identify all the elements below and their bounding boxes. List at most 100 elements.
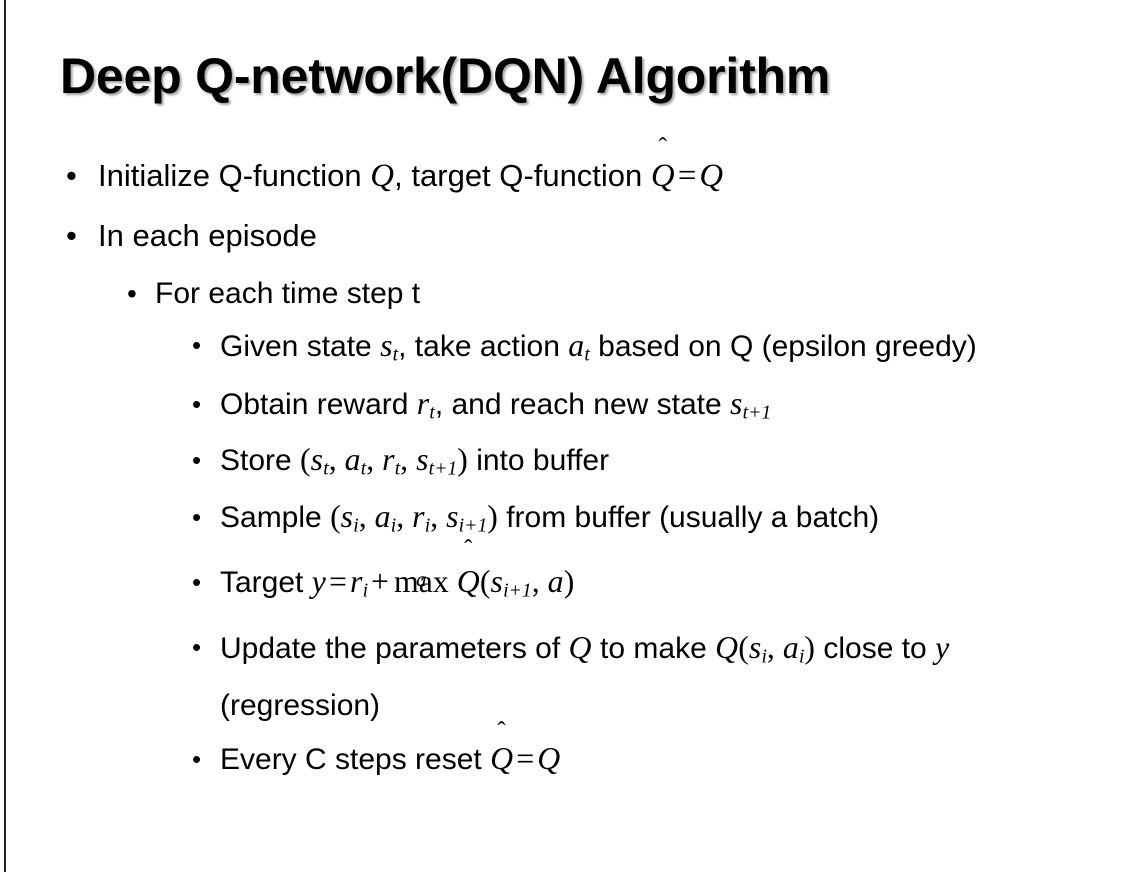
bullet-text: Sample (si, ai, ri, si+1) from buffer (u… <box>220 493 1099 550</box>
math-subscript: i <box>798 645 805 668</box>
math-var-y: y <box>935 629 950 665</box>
math-var-a: ai <box>782 629 805 668</box>
page-title: Deep Q-network(DQN) Algorithm <box>60 48 831 104</box>
math-var-r: rt <box>382 442 401 481</box>
bullet-marker: • <box>192 445 202 476</box>
bullet-marker: • <box>192 502 202 533</box>
math-paren-open: ( <box>330 499 341 535</box>
text-run: Target <box>220 565 312 599</box>
bullet-marker: • <box>192 330 202 360</box>
text-run: Sample <box>220 501 331 535</box>
math-var-base: s <box>446 499 459 535</box>
math-var-q-base: Q <box>456 563 480 599</box>
math-var-base: s <box>748 629 762 665</box>
math-paren-close: ) <box>487 499 498 535</box>
math-var-a: at <box>568 328 590 366</box>
math-var-s: si <box>748 629 767 668</box>
math-subscript: t <box>584 343 590 366</box>
text-run: close to <box>815 631 936 665</box>
math-separator: , <box>531 563 548 599</box>
math-max-underscript: a <box>416 567 427 592</box>
text-run: , take action <box>398 330 569 363</box>
bullet-marker: • <box>192 631 202 662</box>
bullet-list: • Initialize Q-function Q , target Q-func… <box>0 134 1124 788</box>
math-var-s-next: st+1 <box>730 385 772 424</box>
bullet-marker: • <box>66 218 77 253</box>
bullet-in-each-episode: • In each episode <box>0 206 1124 266</box>
math-subscript: t <box>392 343 399 366</box>
math-var-s-next: si+1 <box>491 564 532 602</box>
text-run: Every C steps reset <box>220 743 491 777</box>
math-operator-plus: + <box>371 563 389 599</box>
math-subscript: i <box>353 514 359 537</box>
math-var-q: Q <box>568 629 592 665</box>
math-operator-equals: = <box>516 741 535 777</box>
text-run: Initialize Q-function <box>98 158 371 193</box>
math-subscript: i <box>424 514 431 537</box>
math-var-a: at <box>345 442 367 481</box>
bullet-marker: • <box>127 278 137 309</box>
math-var-base: a <box>374 499 391 535</box>
math-paren-open: ( <box>738 629 749 665</box>
math-separator: , <box>358 499 375 535</box>
math-paren-close: ) <box>804 629 816 665</box>
math-var-r: ri <box>350 564 369 602</box>
math-var-base: s <box>340 499 354 535</box>
text-run: based on Q (epsilon greedy) <box>589 330 977 363</box>
math-subscript: t <box>429 401 435 424</box>
math-var-q-base: Q <box>490 741 514 777</box>
bullet-store-transition: • Store (st, at, rt, st+1) into buffer <box>0 436 1124 493</box>
math-var-s-base: s <box>730 385 743 421</box>
math-subscript: i+1 <box>458 514 488 537</box>
math-var-y: y <box>311 563 327 599</box>
text-run: Update the parameters of <box>220 631 569 665</box>
text-run: from buffer (usually a batch) <box>497 501 880 535</box>
math-var-s-next: si+1 <box>446 499 488 537</box>
bullet-initialize-q-function: • Initialize Q-function Q, target Q-func… <box>0 134 1124 206</box>
text-run: Obtain reward <box>220 387 417 421</box>
text-run: to make <box>591 631 716 665</box>
bullet-text: Given state st, take action at based on … <box>220 321 1099 380</box>
math-var-a-base: a <box>568 328 585 363</box>
math-var-base: s <box>310 442 324 478</box>
math-var-base: r <box>382 442 395 478</box>
slide-left-edge-rule <box>4 0 6 872</box>
math-var-base: r <box>412 499 425 535</box>
math-var-q-hat: ̂Q <box>456 538 480 614</box>
bullet-target-equation: • Target y=ri+maxâQ(si+1, a) <box>0 538 1124 623</box>
math-subscript: i <box>362 579 369 602</box>
math-var-s: st <box>380 328 399 366</box>
text-run: into buffer <box>467 444 610 478</box>
text-run: , target Q-function <box>394 158 651 193</box>
math-subscript: t <box>360 458 367 481</box>
math-subscript: t+1 <box>742 401 772 424</box>
math-var-base: a <box>782 629 799 665</box>
math-paren-open: ( <box>479 563 491 599</box>
math-subscript: i+1 <box>503 579 532 602</box>
math-var-a: a <box>547 563 564 599</box>
bullet-text: Obtain reward rt, and reach new state st… <box>220 380 1099 437</box>
math-paren-open: ( <box>300 442 311 478</box>
math-separator: , <box>400 442 417 478</box>
math-var-q-hat: ̂Q <box>490 719 514 787</box>
bullet-marker: • <box>192 566 202 597</box>
math-subscript: i <box>390 514 397 537</box>
bullet-update-parameters: • Update the parameters of Q to make Q(s… <box>0 623 1124 732</box>
bullet-sample-batch: • Sample (si, ai, ri, si+1) from buffer … <box>0 493 1124 550</box>
bullet-text: Update the parameters of Q to make Q(si,… <box>220 623 1099 732</box>
math-subscript: t <box>323 458 329 481</box>
math-subscript: t <box>394 458 401 481</box>
math-separator: , <box>430 499 447 535</box>
math-separator: , <box>366 442 383 478</box>
text-run: , and reach new state <box>434 387 731 421</box>
math-var-q2: Q <box>715 629 739 665</box>
math-separator: , <box>766 629 783 665</box>
math-paren-close: ) <box>563 563 575 599</box>
bullet-reset-target-network: • Every C steps reset ̂Q=Q <box>0 719 1124 788</box>
math-var-q: Q <box>537 741 561 777</box>
math-paren-close: ) <box>457 442 468 478</box>
math-var-s: si <box>340 499 359 537</box>
math-var-s-base: s <box>380 328 393 363</box>
math-operator-equals: = <box>329 563 347 599</box>
